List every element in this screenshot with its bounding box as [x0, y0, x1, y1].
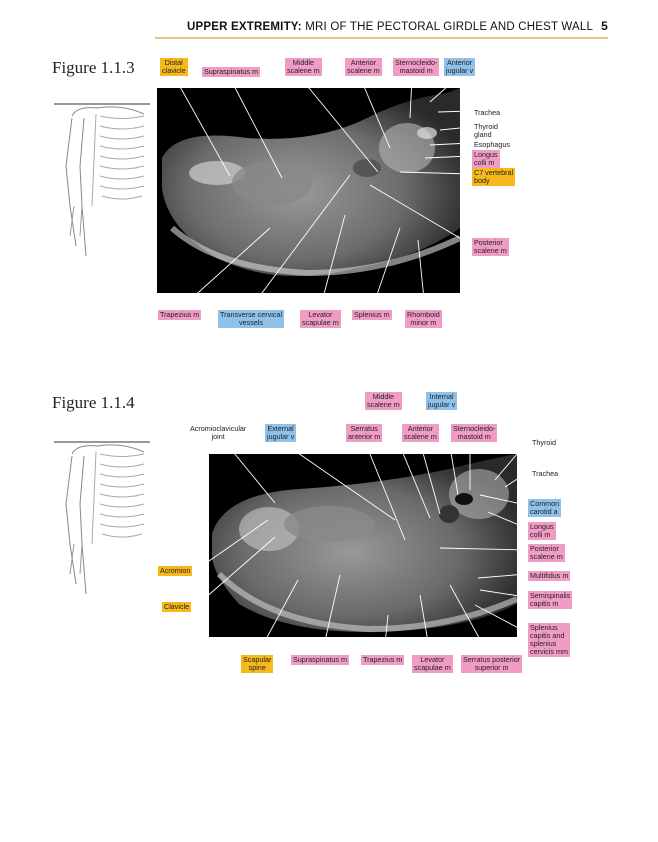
label-longus-colli-2: Longus colli m	[528, 522, 556, 540]
label-serratus-anterior: Serratus anterior m	[346, 424, 383, 442]
label-thyroid: Thyroid gland	[474, 122, 498, 139]
mri-image-2	[209, 454, 517, 637]
figure-1-label: Figure 1.1.3	[52, 58, 135, 77]
running-header: UPPER EXTREMITY: MRI OF THE PECTORAL GIR…	[187, 19, 608, 33]
label-multifidus: Multifidus m	[528, 571, 571, 581]
page-number: 5	[601, 19, 608, 33]
label-trachea: Trachea	[474, 108, 501, 117]
label-splenius: Splenius m	[352, 310, 392, 320]
label-sternocleidomastoid: Sternocleido- mastoid m	[393, 58, 440, 76]
figure-2-label: Figure 1.1.4	[52, 393, 135, 412]
label-middle-scalene-2: Middle scalene m	[365, 392, 402, 410]
label-supraspinatus-2: Supraspinatus m	[291, 655, 349, 665]
label-levator-scapulae: Levator scapulae m	[300, 310, 341, 328]
label-internal-jugular: Internal jugular v	[426, 392, 458, 410]
mri-image-1	[157, 88, 460, 293]
label-trachea-2: Trachea	[532, 469, 559, 478]
label-acromion: Acromion	[158, 566, 193, 576]
label-sternocleidomastoid-2: Sternocleido- mastoid m	[451, 424, 498, 442]
skeleton-thumbnail-2	[54, 441, 150, 595]
label-levator-scapulae-2: Levator scapulae m	[412, 655, 453, 673]
label-serratus-posterior-superior: Serratus posterior superior m	[461, 655, 523, 673]
skeleton-thumbnail-1	[54, 103, 150, 257]
label-thyroid-2: Thyroid	[532, 438, 556, 447]
label-c7-vertebral-body: C7 vertebral body	[472, 168, 516, 186]
label-semispinalis-capitis: Semispinalis capitis m	[528, 591, 573, 609]
header-section-bold: UPPER EXTREMITY:	[187, 21, 302, 33]
label-longus-colli: Longus colli m	[472, 150, 500, 168]
mri-image-2-drawing	[212, 454, 517, 633]
label-transverse-cervical: Transverse cervical vessels	[218, 310, 285, 328]
label-rhomboid-minor: Rhomboid minor m	[405, 310, 442, 328]
label-esophagus: Esophagus	[474, 140, 510, 149]
label-common-carotid: Common carotid a	[528, 499, 562, 517]
label-distal-clavicle: Distal clavicle	[160, 58, 188, 76]
header-rule	[155, 37, 608, 39]
label-anterior-scalene: Anterior scalene m	[345, 58, 382, 76]
label-supraspinatus: Supraspinatus m	[202, 67, 260, 77]
label-clavicle: Clavicle	[162, 602, 192, 612]
mri-image-1-drawing	[162, 88, 460, 277]
label-trapezius: Trapezius m	[158, 310, 202, 320]
label-middle-scalene: Middle scalene m	[285, 58, 322, 76]
label-trapezius-2: Trapezius m	[361, 655, 405, 665]
label-acromioclavicular-joint: Acromioclavicular joint	[190, 424, 247, 441]
label-anterior-scalene-2: Anterior scalene m	[402, 424, 439, 442]
label-scapular-spine: Scapular spine	[241, 655, 274, 673]
label-anterior-jugular: Anterior jugular v	[444, 58, 476, 76]
label-external-jugular: External jugular v	[265, 424, 297, 442]
label-splenius-capitis-cervicis: Splenius capitis and splenius cervicis m…	[528, 623, 570, 657]
label-posterior-scalene-2: Posterior scalene m	[528, 544, 565, 562]
label-posterior-scalene: Posterior scalene m	[472, 238, 509, 256]
header-section-title: MRI OF THE PECTORAL GIRDLE AND CHEST WAL…	[301, 21, 594, 33]
